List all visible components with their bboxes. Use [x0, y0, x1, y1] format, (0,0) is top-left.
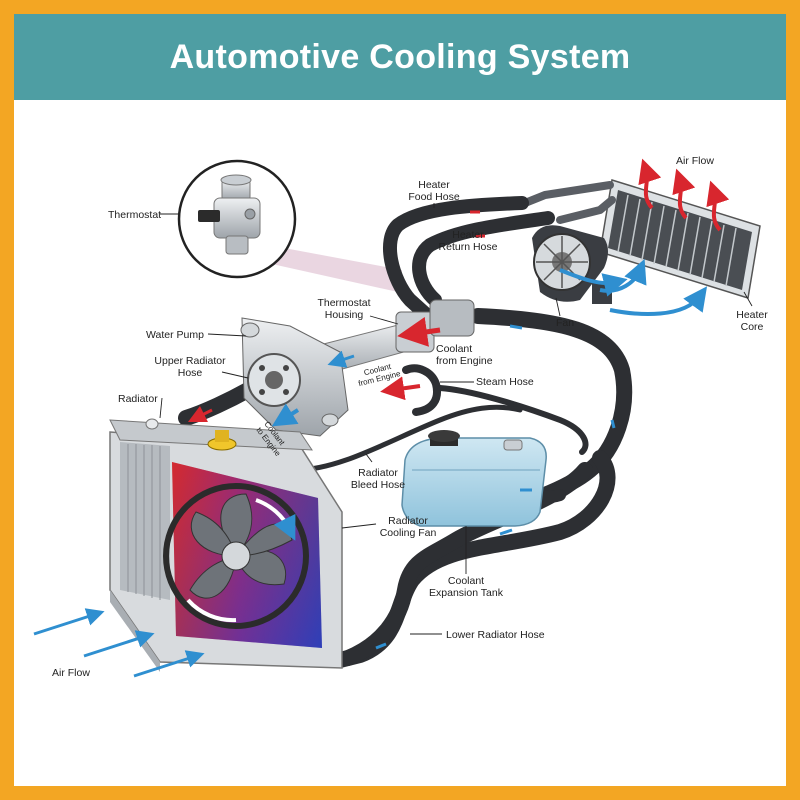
label-heater-return-hose-1: Heater [452, 229, 484, 241]
label-lower-radiator-hose: Lower Radiator Hose [446, 629, 545, 641]
radiator-air-flow-arrows [33, 608, 205, 678]
labels: Thermostat Heater Food Hose Heater Retur… [52, 155, 768, 679]
label-heater-core-1: Heater [736, 309, 768, 321]
label-coolant-from-engine-2: from Engine [436, 355, 493, 367]
label-radiator-cooling-fan-1: Radiator [388, 515, 428, 527]
label-steam-hose: Steam Hose [476, 376, 534, 388]
label-fan: Fan [556, 317, 574, 329]
label-thermostat-housing-2: Housing [325, 309, 364, 321]
label-heater-return-hose-2: Return Hose [439, 241, 498, 253]
label-coolant-expansion-tank-2: Expansion Tank [429, 587, 504, 599]
label-upper-radiator-hose-1: Upper Radiator [154, 355, 226, 367]
label-heater-core-2: Core [741, 321, 764, 333]
coolant-flow-arrows [187, 210, 616, 650]
label-radiator: Radiator [118, 393, 158, 405]
title-bar: Automotive Cooling System [14, 14, 786, 100]
label-heater-food-hose-1: Heater [418, 179, 450, 191]
label-radiator-cooling-fan-2: Cooling Fan [380, 527, 437, 539]
label-upper-radiator-hose-2: Hose [178, 367, 203, 379]
water-pump [240, 317, 349, 437]
radiator-cooling-fan [163, 483, 309, 629]
label-air-flow-top: Air Flow [676, 155, 714, 167]
label-water-pump: Water Pump [146, 329, 204, 341]
label-coolant-expansion-tank-1: Coolant [448, 575, 484, 587]
thermostat-inset [177, 159, 297, 279]
label-heater-food-hose-2: Food Hose [408, 191, 460, 203]
heater-air-flow-arrows [559, 158, 730, 316]
coolant-expansion-tank [401, 430, 547, 527]
label-thermostat-housing-1: Thermostat [317, 297, 370, 309]
label-radiator-bleed-hose-2: Bleed Hose [351, 479, 405, 491]
label-radiator-bleed-hose-1: Radiator [358, 467, 398, 479]
heater-core [592, 179, 761, 304]
label-coolant-from-engine-1: Coolant [436, 343, 472, 355]
page-title: Automotive Cooling System [169, 37, 631, 76]
blower-fan [532, 225, 608, 302]
label-air-flow-bottom: Air Flow [52, 667, 90, 679]
label-thermostat: Thermostat [108, 209, 161, 221]
